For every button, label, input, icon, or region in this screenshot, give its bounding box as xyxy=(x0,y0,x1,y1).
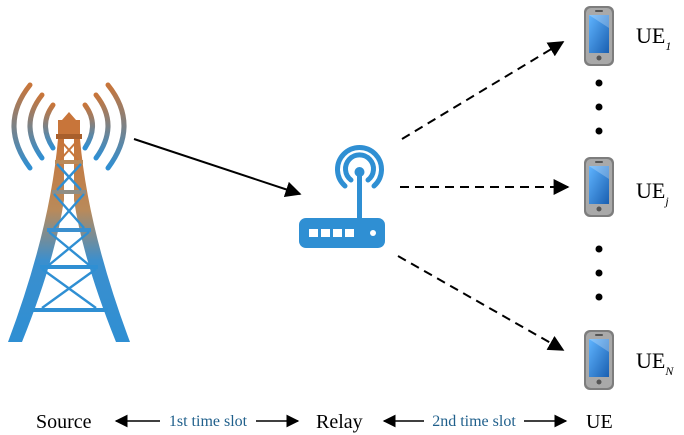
ue-label: UE xyxy=(586,411,613,433)
wifi-router-icon xyxy=(299,144,385,248)
ue-j-label: UEj xyxy=(636,178,669,208)
relay-to-uen-arrow xyxy=(397,255,565,351)
smartphone-icon xyxy=(584,157,614,217)
cell-tower-icon xyxy=(8,82,130,342)
smartphone-icon xyxy=(584,330,614,390)
relay-to-ue1-arrow xyxy=(401,41,565,140)
ellipsis-dots-lower xyxy=(595,245,603,301)
ellipsis-dots-upper xyxy=(595,79,603,135)
source-to-relay-arrow xyxy=(133,138,302,198)
smartphone-icon xyxy=(584,6,614,66)
ue-1-label: UE1 xyxy=(636,23,671,53)
ue-n-label: UEN xyxy=(636,348,674,378)
first-time-slot-label: 1st time slot xyxy=(169,413,248,430)
relay-label: Relay xyxy=(316,411,363,433)
source-label: Source xyxy=(36,411,92,433)
second-time-slot-label: 2nd time slot xyxy=(432,413,516,430)
